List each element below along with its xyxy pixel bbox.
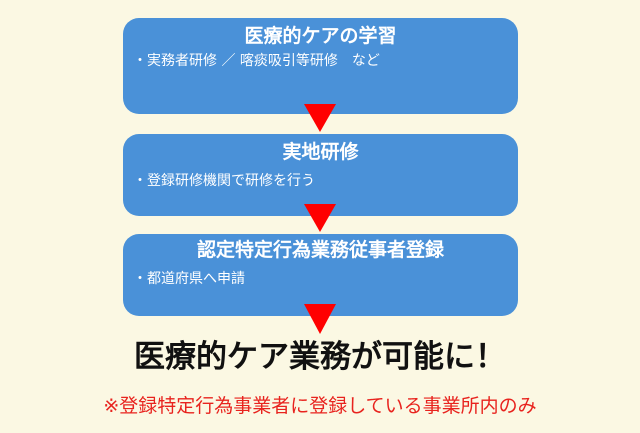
footnote: ※登録特定行為事業者に登録している事業所内のみ — [103, 395, 537, 417]
down-arrow-icon — [304, 204, 336, 232]
step-detail: ・実務者研修 ／ 喀痰吸引等研修 など — [133, 53, 380, 69]
step-title: 医療的ケアの学習 — [244, 25, 397, 47]
step-box-registration: 認定特定行為業務従事者登録 ・都道府県へ申請 — [123, 234, 518, 316]
step-box-medical-care-study: 医療的ケアの学習 ・実務者研修 ／ 喀痰吸引等研修 など — [123, 18, 518, 114]
result-headline: 医療的ケア業務が可能に！ — [134, 339, 506, 375]
step-detail: ・登録研修機関で研修を行う — [133, 173, 315, 189]
step-detail: ・都道府県へ申請 — [133, 271, 245, 287]
down-arrow-icon — [304, 104, 336, 132]
step-title: 認定特定行為業務従事者登録 — [196, 239, 444, 261]
step-box-practical-training: 実地研修 ・登録研修機関で研修を行う — [123, 134, 518, 216]
step-title: 実地研修 — [282, 141, 359, 163]
down-arrow-icon — [304, 304, 336, 334]
